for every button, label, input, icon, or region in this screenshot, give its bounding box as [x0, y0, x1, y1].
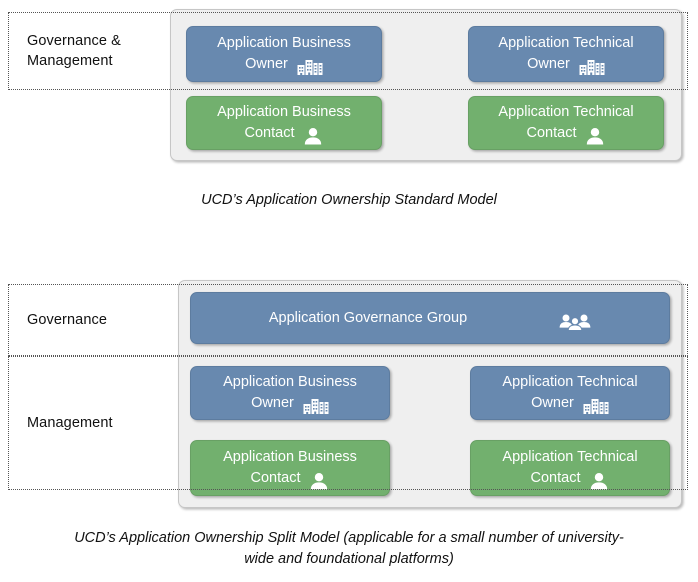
role-label-application-business-owner: Application Business Owner: [217, 35, 351, 72]
buildings-icon: [303, 397, 329, 415]
label-box-management: Management: [8, 356, 688, 490]
label-governance-management: Governance & Management: [27, 33, 121, 69]
label-governance: Governance: [27, 312, 107, 328]
role-inner: Application Governance Group: [268, 308, 591, 331]
role-label-application-business-owner: Application Business Owner: [223, 374, 357, 411]
buildings-icon: [583, 397, 609, 415]
role-box-application-governance-group[interactable]: Application Governance Group: [190, 292, 670, 344]
role-box-application-business-owner[interactable]: Application Business Owner: [190, 366, 390, 420]
role-inner: Application Business Contact: [197, 102, 371, 145]
role-inner: Application Business Contact: [201, 447, 379, 490]
diagram-standard-model: Governance & Management Application Busi…: [0, 0, 698, 225]
role-label-application-technical-owner: Application Technical Owner: [502, 374, 638, 411]
buildings-icon: [297, 58, 323, 76]
role-box-application-technical-owner[interactable]: Application Technical Owner: [468, 26, 664, 82]
role-box-application-technical-owner[interactable]: Application Technical Owner: [470, 366, 670, 420]
role-label-application-technical-owner: Application Technical Owner: [498, 35, 634, 72]
role-inner: Application Technical Owner: [481, 372, 659, 415]
role-box-application-business-owner[interactable]: Application Business Owner: [186, 26, 382, 82]
role-label-application-business-contact: Application Business Contact: [217, 104, 351, 141]
role-label-application-technical-contact: Application Technical Contact: [498, 104, 634, 141]
role-box-application-business-contact[interactable]: Application Business Contact: [186, 96, 382, 150]
label-management: Management: [27, 415, 113, 431]
people-group-icon: [559, 313, 591, 331]
person-icon: [585, 127, 605, 145]
person-icon: [309, 472, 329, 490]
role-box-application-technical-contact[interactable]: Application Technical Contact: [468, 96, 664, 150]
role-box-application-technical-contact[interactable]: Application Technical Contact: [470, 440, 670, 496]
label-box-governance: Governance: [8, 284, 688, 356]
caption-split-model: UCD’s Application Ownership Split Model …: [74, 530, 624, 567]
person-icon: [589, 472, 609, 490]
person-icon: [303, 127, 323, 145]
label-box-governance-management: Governance & Management: [8, 12, 688, 90]
role-inner: Application Business Owner: [197, 33, 371, 76]
role-label-application-technical-contact: Application Technical Contact: [502, 449, 638, 486]
role-inner: Application Technical Owner: [479, 33, 653, 76]
role-inner: Application Technical Contact: [479, 102, 653, 145]
caption-standard-model: UCD’s Application Ownership Standard Mod…: [201, 192, 497, 208]
role-inner: Application Business Owner: [201, 372, 379, 415]
role-label-application-governance-group: Application Governance Group: [268, 309, 468, 326]
diagram-split-model: Governance Management Application Govern…: [0, 278, 698, 582]
buildings-icon: [579, 58, 605, 76]
role-box-application-business-contact[interactable]: Application Business Contact: [190, 440, 390, 496]
role-inner: Application Technical Contact: [481, 447, 659, 490]
role-label-application-business-contact: Application Business Contact: [223, 449, 357, 486]
